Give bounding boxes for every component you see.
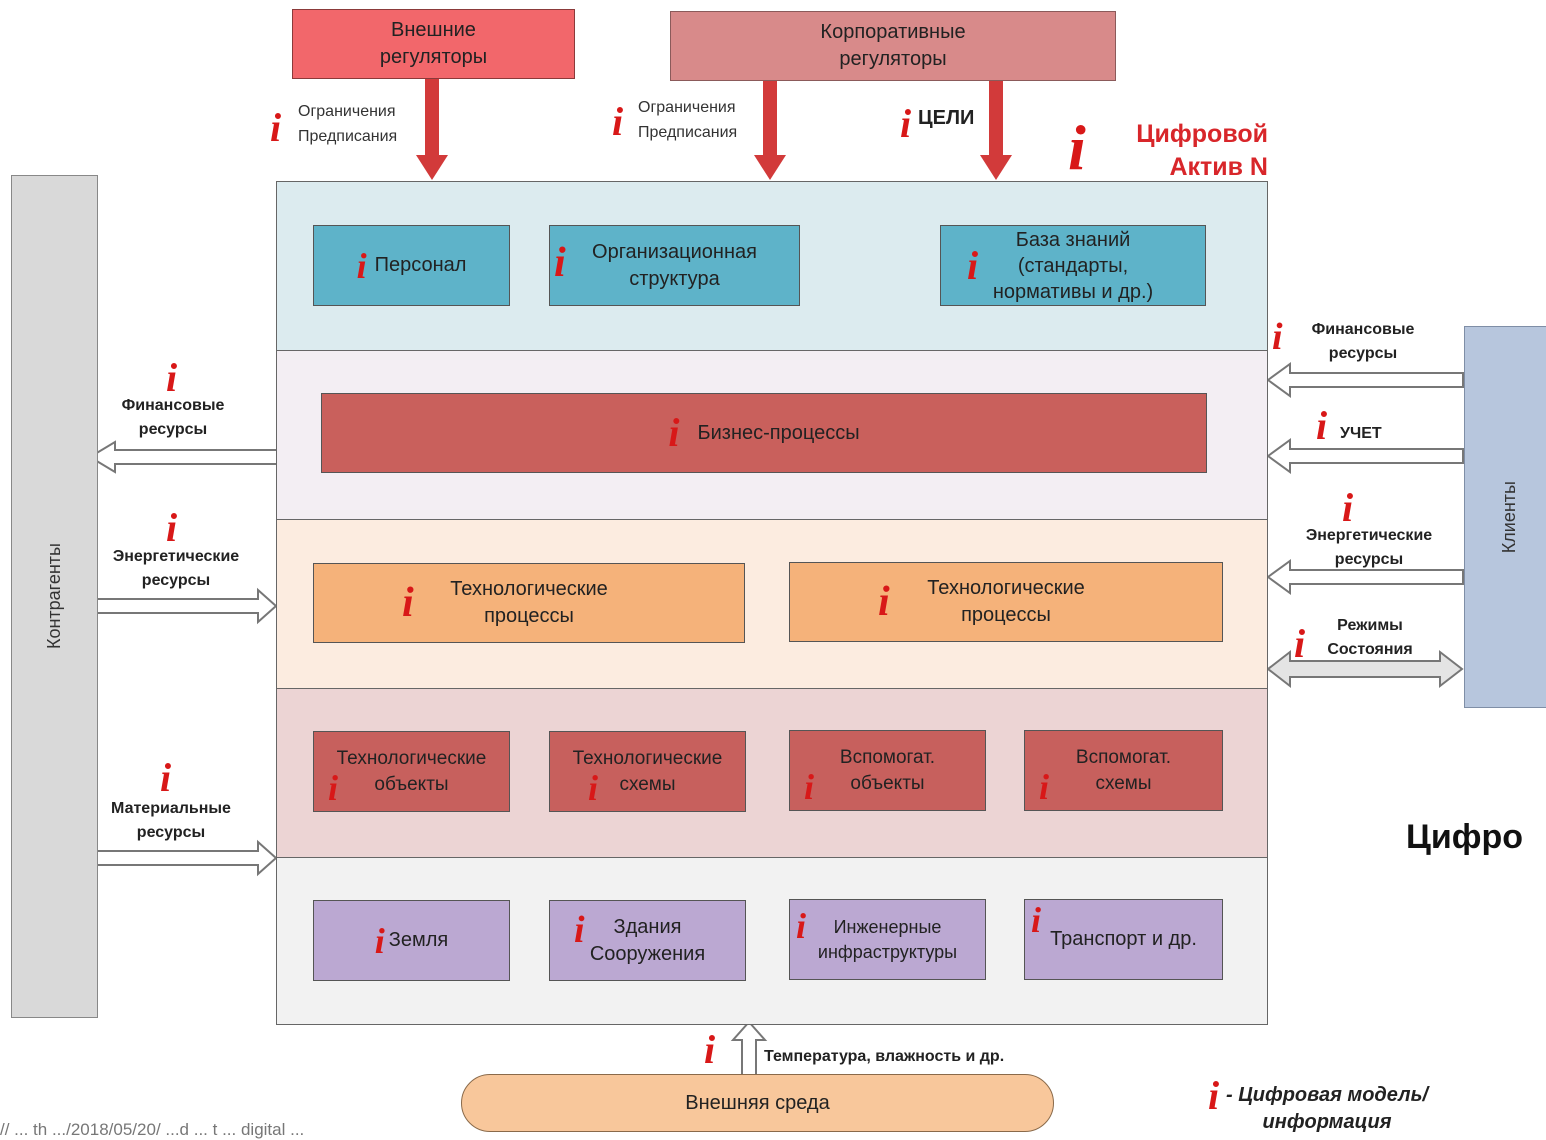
environment-input-label: Температура, влажность и др. [764,1048,1005,1065]
info-icon: i [356,245,367,286]
corporate-regulators-label: Корпоративные регуляторы [820,21,966,70]
tech-schemes-label: Технологические схемы [572,747,723,795]
info-icon: i [967,243,979,288]
right-modes-label: Режимы Состояния [1327,617,1413,658]
corporate-constraints-label: Ограничения Предписания [638,99,738,141]
org-structure-label: Организационная структура [592,240,757,290]
external-regulators-label: Внешние регуляторы [379,19,488,68]
info-icon: i [374,920,385,961]
personnel-box: i Персонал [313,225,510,306]
external-environment-label: Внешняя среда [685,1091,830,1114]
business-processes-box: i Бизнес-процессы [321,393,1207,473]
info-icon: i [900,101,912,146]
info-icon: i [1316,403,1328,448]
goals-arrow [980,78,1012,180]
info-icon: i [166,355,178,400]
tech-process-2-box: i Технологические процессы [789,562,1223,642]
legend-label: - Цифровая модель/ информация [1226,1084,1429,1133]
aux-objects-label: Вспомогат. объекты [839,746,936,794]
counterparties-bar: Контрагенты [11,175,98,1018]
business-processes-label: Бизнес-процессы [697,421,860,444]
external-regulator-arrow [416,78,448,180]
partial-heading: Цифро [1406,818,1524,856]
tech-objects-box: i Технологические объекты [313,731,510,812]
footer-url: // ... th .../2018/05/20/ ...d ... t ...… [0,1120,305,1139]
goals-label: ЦЕЛИ [918,107,975,129]
info-icon: i [1208,1073,1220,1118]
corporate-regulator-arrow [754,78,786,180]
tech-objects-label: Технологические объекты [336,747,487,795]
info-icon: i [804,767,815,807]
left-material-label: Материальные ресурсы [111,800,231,841]
tech-schemes-box: i Технологические схемы [549,731,746,812]
aux-schemes-box: i Вспомогат. схемы [1024,730,1223,811]
transport-box: i Транспорт и др. [1024,899,1223,980]
tech-process-1-label: Технологические процессы [450,578,608,627]
info-icon: i [704,1027,716,1072]
info-icon: i [1272,316,1283,358]
external-constraints-label: Ограничения Предписания [298,103,398,145]
counterparties-label: Контрагенты [44,543,64,650]
tech-process-1-box: i Технологические процессы [313,563,745,643]
left-material-arrow [96,839,278,877]
left-energy-arrow [96,587,278,625]
info-icon: i [270,105,282,150]
right-modes-arrow [1266,649,1464,689]
info-icon: i [160,755,172,800]
left-financial-arrow [88,440,278,474]
digital-asset-title: Цифровой Актив N [1136,120,1268,181]
info-icon: i [166,505,178,550]
land-label: Земля [388,929,449,951]
right-energy-arrow [1266,559,1464,595]
transport-label: Транспорт и др. [1050,928,1197,950]
info-icon: i [574,909,585,951]
info-icon: i [554,240,566,286]
knowledge-base-label: База знаний (стандарты, нормативы и др.) [992,228,1154,303]
info-icon: i [796,906,807,946]
right-financial-label: Финансовые ресурсы [1311,321,1415,362]
info-icon: i [588,768,599,808]
infrastructure-label: Инженерные инфраструктуры [817,917,958,962]
buildings-label: Здания Сооружения [589,915,706,965]
left-energy-label: Энергетические ресурсы [112,548,240,589]
infrastructure-box: i Инженерные инфраструктуры [789,899,986,980]
info-icon: i [1068,112,1086,183]
buildings-box: i Здания Сооружения [549,900,746,981]
right-uchet-label: УЧЕТ [1340,425,1382,442]
info-icon: i [1031,900,1042,940]
clients-bar: Клиенты [1464,326,1546,708]
info-icon: i [1294,621,1306,666]
right-energy-label: Энергетические ресурсы [1305,527,1433,568]
org-structure-box: i Организационная структура [549,225,800,306]
info-icon: i [1039,767,1050,807]
knowledge-base-box: i База знаний (стандарты, нормативы и др… [940,225,1206,306]
external-environment: Внешняя среда [461,1074,1054,1132]
right-financial-arrow [1266,362,1464,398]
info-icon: i [1342,485,1354,530]
left-financial-label: Финансовые ресурсы [121,397,225,438]
external-regulators-box: Внешние регуляторы [292,9,575,79]
environment-arrow [730,1020,768,1077]
aux-schemes-label: Вспомогат. схемы [1075,746,1172,794]
clients-label: Клиенты [1498,480,1519,554]
tech-process-2-label: Технологические процессы [927,577,1085,626]
info-icon: i [668,410,680,455]
info-icon: i [402,580,414,626]
land-box: i Земля [313,900,510,981]
info-icon: i [878,579,890,625]
right-uchet-arrow [1266,438,1464,474]
info-icon: i [328,768,339,808]
personnel-label: Персонал [374,254,467,276]
info-icon: i [612,99,624,144]
corporate-regulators-box: Корпоративные регуляторы [670,11,1116,81]
aux-objects-box: i Вспомогат. объекты [789,730,986,811]
